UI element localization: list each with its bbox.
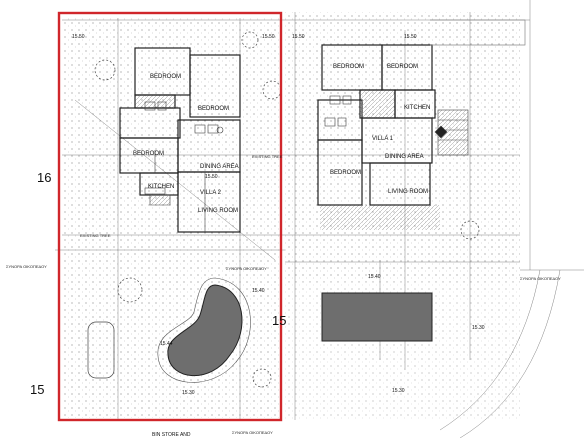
villa-2-fixtures bbox=[144, 101, 224, 232]
existing-tree-label-2: EXISTING TREE bbox=[80, 233, 111, 238]
existing-tree-label-1: EXISTING TREE bbox=[252, 154, 283, 159]
level-v2-inner: 15.50 bbox=[205, 174, 218, 180]
plot-boundary bbox=[57, 11, 283, 422]
level-v2-top-left: 15.50 bbox=[72, 34, 85, 40]
villa-2-living: LIVING ROOM bbox=[198, 208, 238, 214]
level-mid: 15.40 bbox=[368, 274, 381, 280]
villa-2-bedroom-top: BEDROOM bbox=[150, 74, 181, 80]
level-v1-top-left: 15.50 bbox=[292, 34, 305, 40]
bin-store-label: BIN STORE AND bbox=[152, 432, 191, 438]
villa-2-bedroom-right: BEDROOM bbox=[198, 106, 229, 112]
villa-1-fixtures bbox=[324, 95, 469, 156]
pools bbox=[157, 277, 433, 383]
level-v2-top-right: 15.50 bbox=[262, 34, 275, 40]
villa-1-bedroom-low: BEDROOM bbox=[330, 170, 361, 176]
boundary-label-1: ΣΥΝΟΡΑ ΟΙΚΟΠΕΔΟΥ bbox=[6, 264, 47, 269]
level-bottom: 15.30 bbox=[182, 390, 195, 396]
boundary-label-3: ΣΥΝΟΡΑ ΟΙΚΟΠΕΔΟΥ bbox=[520, 276, 561, 281]
level-pool-2: 15.44 bbox=[160, 341, 173, 347]
site-landscaping bbox=[62, 12, 520, 420]
villa-1-title: VILLA 1 bbox=[372, 136, 394, 142]
villa-2-kitchen: KITCHEN bbox=[148, 184, 174, 190]
villa-1-bedroom-left: BEDROOM bbox=[333, 64, 364, 70]
villa-2-dining: DINING AREA bbox=[200, 164, 239, 170]
villa-2-title: VILLA 2 bbox=[200, 190, 222, 196]
level-v1-top-right: 15.50 bbox=[404, 34, 417, 40]
level-right: 15.30 bbox=[472, 325, 485, 331]
plot-label-15-left: 15 bbox=[30, 382, 44, 397]
boundary-label-2: ΣΥΝΟΡΑ ΟΙΚΟΠΕΔΟΥ bbox=[226, 266, 267, 271]
villa-1-plan bbox=[317, 44, 436, 206]
villa-1-pool bbox=[321, 292, 433, 342]
plot-label-15-mid: 15 bbox=[272, 313, 286, 328]
villa-1-bedroom-right: BEDROOM bbox=[387, 64, 418, 70]
car-icon bbox=[87, 321, 115, 379]
villa-1-kitchen: KITCHEN bbox=[404, 105, 430, 111]
villa-1-dining: DINING AREA bbox=[385, 154, 424, 160]
plot-label-16: 16 bbox=[37, 170, 51, 185]
villa-2-bedroom-left: BEDROOM bbox=[133, 151, 164, 157]
level-pool-1: 15.40 bbox=[252, 288, 265, 294]
villa-2-pool bbox=[167, 284, 243, 377]
villa-1-living: LIVING ROOM bbox=[388, 189, 428, 195]
boundary-label-4: ΣΥΝΟΡΑ ΟΙΚΟΠΕΔΟΥ bbox=[232, 430, 273, 435]
level-right-bottom: 15.30 bbox=[392, 388, 405, 394]
gate-icon bbox=[430, 19, 526, 46]
